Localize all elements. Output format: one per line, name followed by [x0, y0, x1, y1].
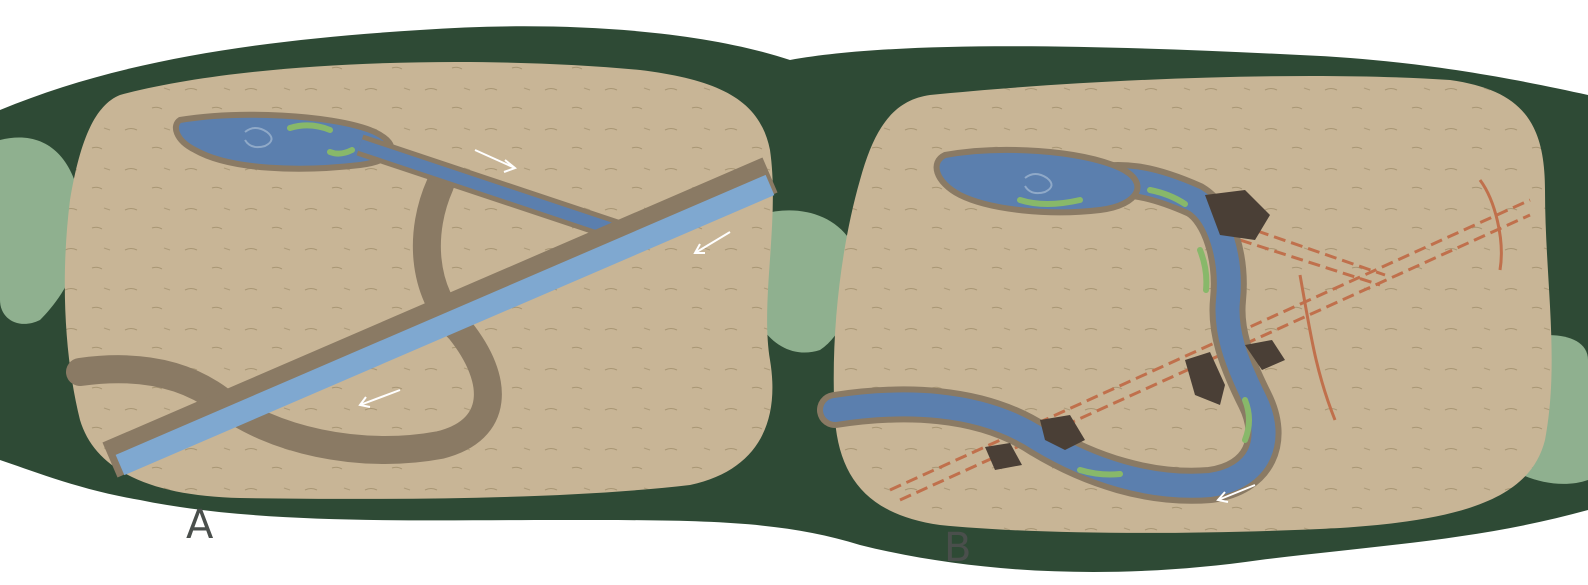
panel-b-label: B — [944, 528, 971, 568]
panel-a-label: A — [186, 505, 213, 545]
panel-b-ground — [834, 76, 1552, 533]
